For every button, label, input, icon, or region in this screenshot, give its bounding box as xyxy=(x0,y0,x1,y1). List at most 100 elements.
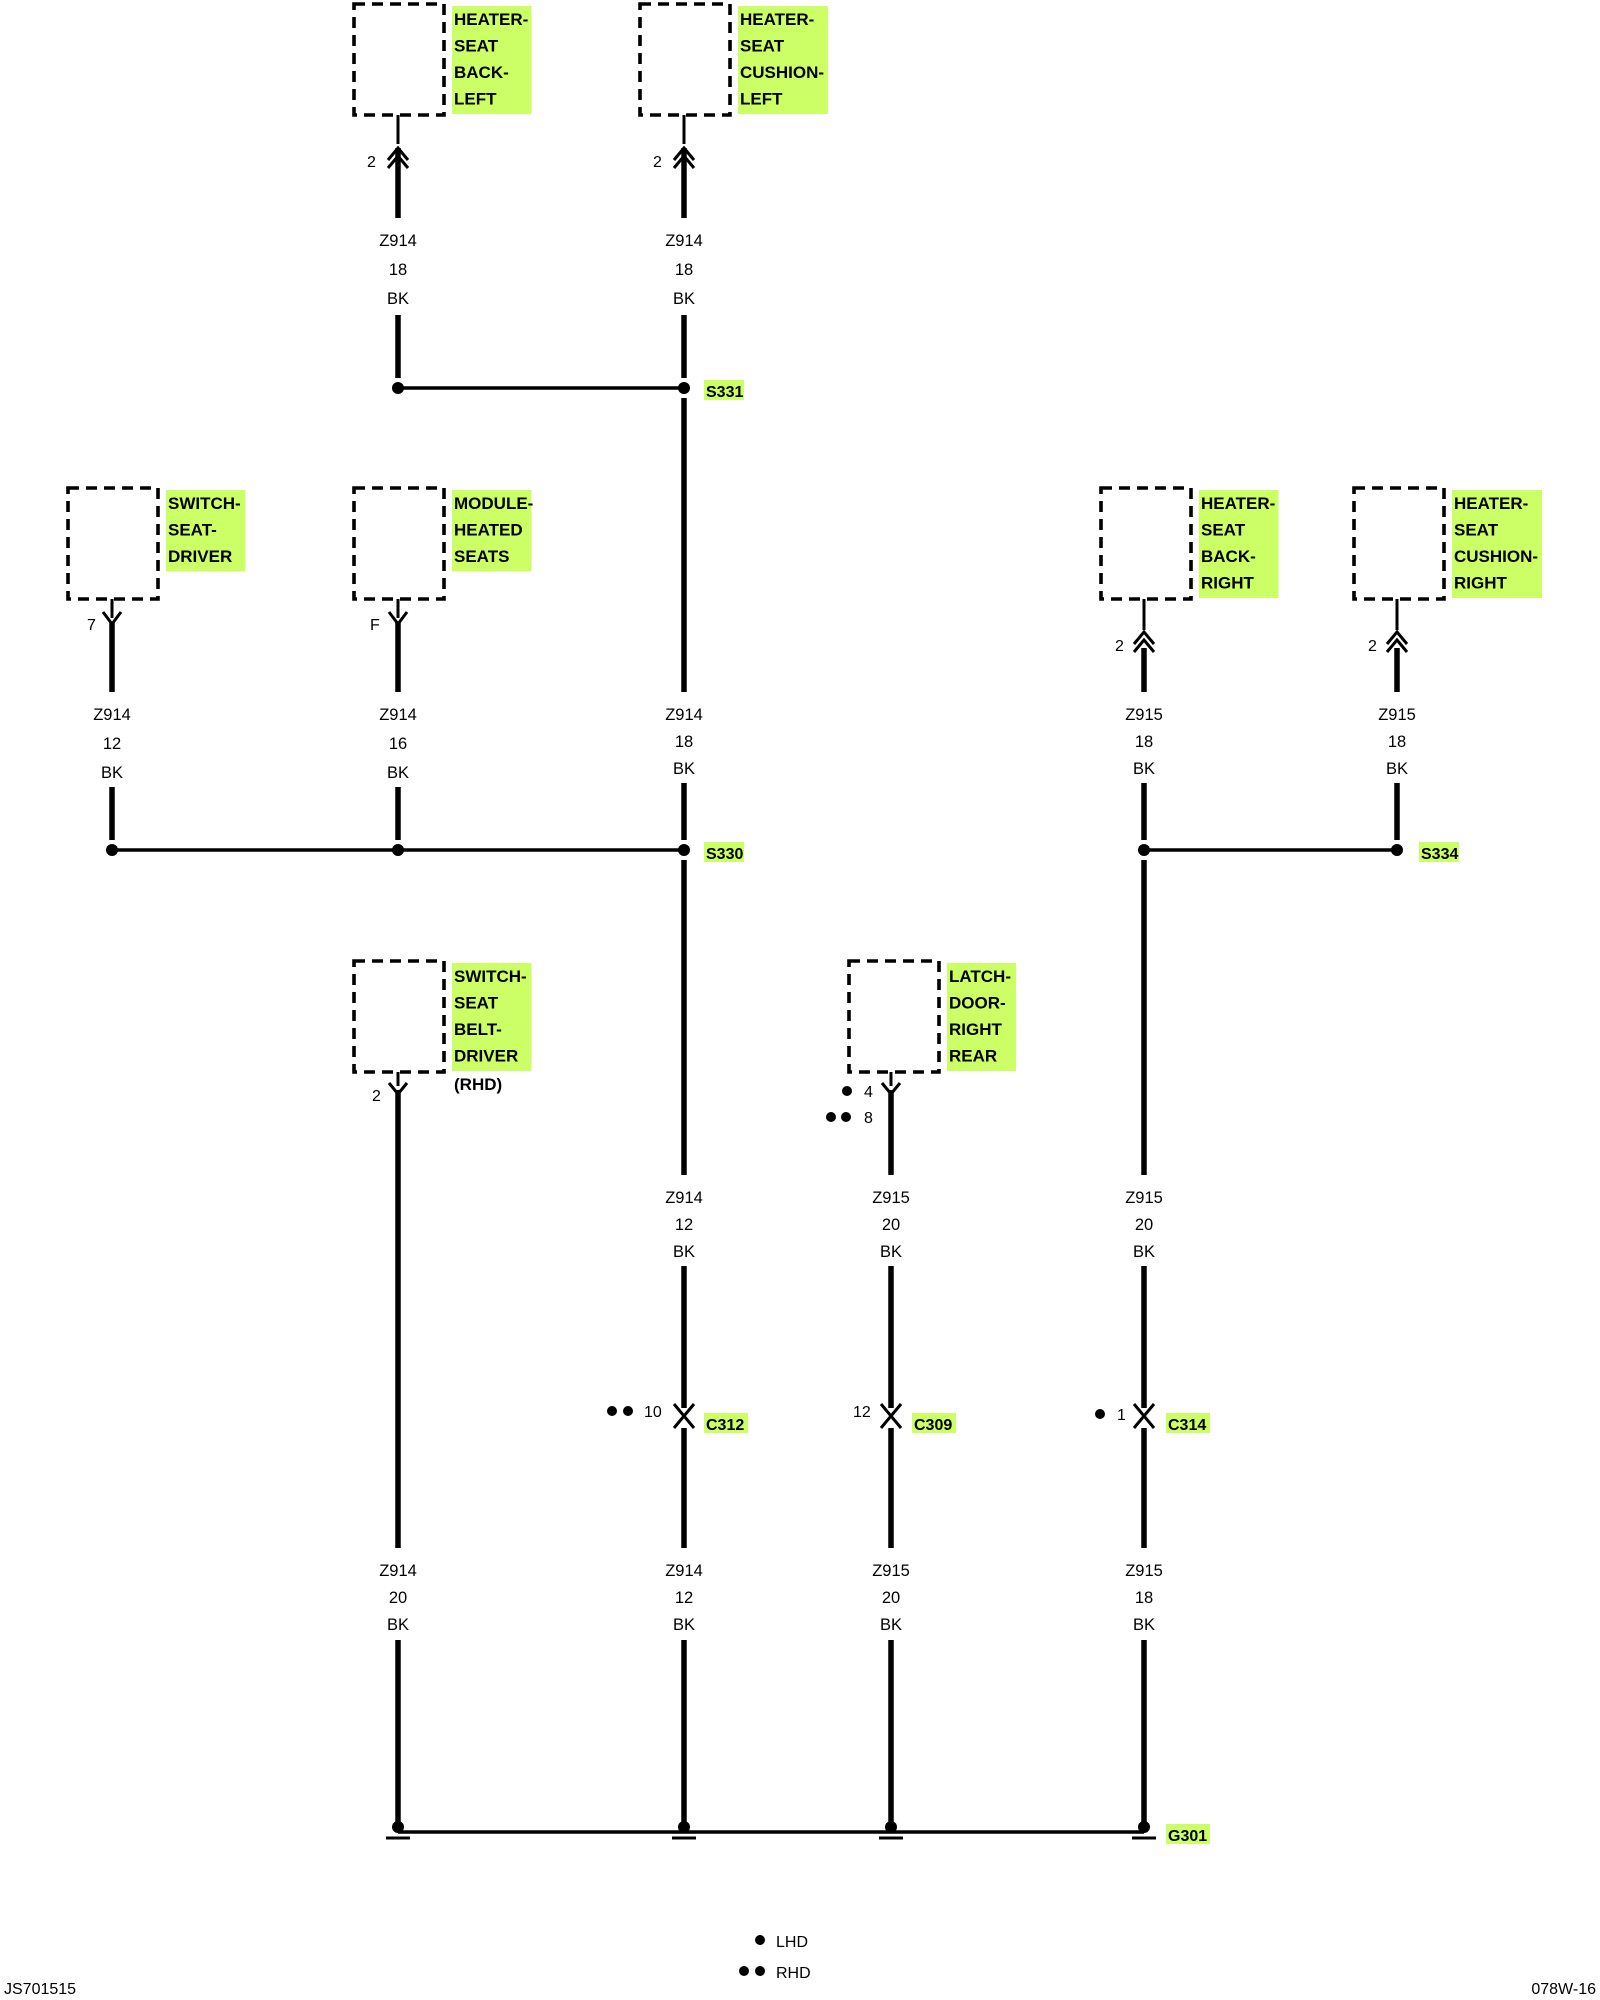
reference-labels: S331 S330 S334 C312 C309 C314 G301 xyxy=(704,380,1459,1845)
inline-connector-icon xyxy=(672,1403,696,1429)
wire-circuit: Z915 xyxy=(1125,1562,1163,1580)
component-label-line: SEAT xyxy=(740,37,785,56)
wire-gauge: 18 xyxy=(1135,733,1153,751)
double-chevron-icon xyxy=(1132,629,1156,653)
footer-page-ref: 078W-16 xyxy=(1531,1981,1596,1998)
wire-gauge: 12 xyxy=(103,735,121,753)
double-chevron-icon xyxy=(1385,629,1409,653)
component-label-line: SEAT xyxy=(454,994,499,1013)
component-label-line: REAR xyxy=(949,1047,997,1066)
pin-numbers: 2 2 7 F 2 2 2 4 8 10 12 1 xyxy=(87,154,1377,1424)
wire-circuit: Z915 xyxy=(1378,706,1416,724)
wire-circuit: Z914 xyxy=(665,1189,703,1207)
switch-seat-driver-box xyxy=(66,486,160,601)
component-label-line: RIGHT xyxy=(949,1020,1003,1039)
component-label-line: HEATER- xyxy=(1201,494,1275,513)
wire-color: BK xyxy=(673,1616,695,1634)
component-labels: HEATER- SEAT BACK- LEFT HEATER- SEAT CUSHION- L… xyxy=(166,6,1542,1094)
wires xyxy=(109,148,1400,1834)
component-note: (RHD) xyxy=(454,1075,502,1094)
component-label-line: HEATER- xyxy=(1454,494,1528,513)
component-label-line: SEAT- xyxy=(168,521,217,540)
wire-circuit: Z914 xyxy=(93,706,131,724)
wire-color: BK xyxy=(387,764,409,782)
ground-label-g301: G301 xyxy=(1168,1828,1207,1845)
component-label-line: CUSHION- xyxy=(1454,547,1538,566)
legend: LHD RHD xyxy=(776,1934,811,1982)
connector-label-c309: C309 xyxy=(914,1417,952,1434)
splice-label-s334: S334 xyxy=(1421,846,1458,863)
wire-gauge: 12 xyxy=(675,1589,693,1607)
connector-symbols xyxy=(101,145,1409,1429)
double-chevron-icon xyxy=(386,145,410,169)
wire-color: BK xyxy=(1133,1616,1155,1634)
wire-gauge: 18 xyxy=(675,261,693,279)
wire-gauge: 18 xyxy=(389,261,407,279)
wire-gauge: 12 xyxy=(675,1216,693,1234)
component-label-line: HEATED xyxy=(454,521,523,540)
y-terminal-icon xyxy=(101,611,123,627)
inline-connector-icon xyxy=(879,1403,903,1429)
component-label-line: BACK- xyxy=(454,63,509,82)
pin-number: 2 xyxy=(367,154,376,171)
wire-gauge: 18 xyxy=(1135,1589,1153,1607)
component-label-line: BELT- xyxy=(454,1020,502,1039)
y-terminal-icon xyxy=(387,1082,409,1097)
component-label-line: SEAT xyxy=(1201,521,1246,540)
connector-label-c312: C312 xyxy=(706,1417,744,1434)
heater-seat-back-left-box xyxy=(352,2,446,117)
inline-connector-icon xyxy=(1132,1403,1156,1429)
pin-number: 2 xyxy=(1368,638,1377,655)
wire-circuit: Z914 xyxy=(665,706,703,724)
wire-circuit: Z915 xyxy=(872,1562,910,1580)
wire-gauge: 20 xyxy=(389,1589,407,1607)
wire-circuit: Z914 xyxy=(665,1562,703,1580)
component-label-line: HEATER- xyxy=(740,10,814,29)
pin-number: F xyxy=(370,617,380,634)
wire-color: BK xyxy=(387,1616,409,1634)
wire-gauge: 20 xyxy=(882,1589,900,1607)
latch-door-right-rear-box xyxy=(847,959,941,1074)
component-label-line: SEATS xyxy=(454,547,509,566)
components xyxy=(66,2,1446,1074)
wire-color: BK xyxy=(1386,760,1408,778)
splice-label-s330: S330 xyxy=(706,846,743,863)
connector-label-c314: C314 xyxy=(1168,1417,1206,1434)
component-label: SWITCH-SEAT-DRIVER xyxy=(166,490,246,572)
component-label-line: RIGHT xyxy=(1201,574,1255,593)
component-label-line: DRIVER xyxy=(454,1047,518,1066)
component-label-line: LATCH- xyxy=(949,967,1011,986)
wire-color: BK xyxy=(1133,1243,1155,1261)
component-label-line: LEFT xyxy=(454,90,497,109)
legend-lhd: LHD xyxy=(776,1934,808,1951)
wire-color: BK xyxy=(673,760,695,778)
heater-seat-cushion-left-box xyxy=(638,2,732,117)
component-label-line: HEATER- xyxy=(454,10,528,29)
wire-gauge: 18 xyxy=(675,733,693,751)
wire-gauge: 20 xyxy=(1135,1216,1153,1234)
y-terminal-icon xyxy=(387,611,409,627)
wire-circuit: Z914 xyxy=(665,232,703,250)
module-heated-seats-box xyxy=(352,486,446,601)
pin-number: 2 xyxy=(1115,638,1124,655)
wire-labels: Z91418BKZ91418BKZ91412BKZ91416BKZ91418BK… xyxy=(93,232,1416,1634)
component-label-line: DRIVER xyxy=(168,547,232,566)
component-label-line: CUSHION- xyxy=(740,63,824,82)
component-label-line: RIGHT xyxy=(1454,574,1508,593)
pin-number: 4 xyxy=(864,1084,873,1101)
y-terminal-icon xyxy=(880,1082,902,1097)
